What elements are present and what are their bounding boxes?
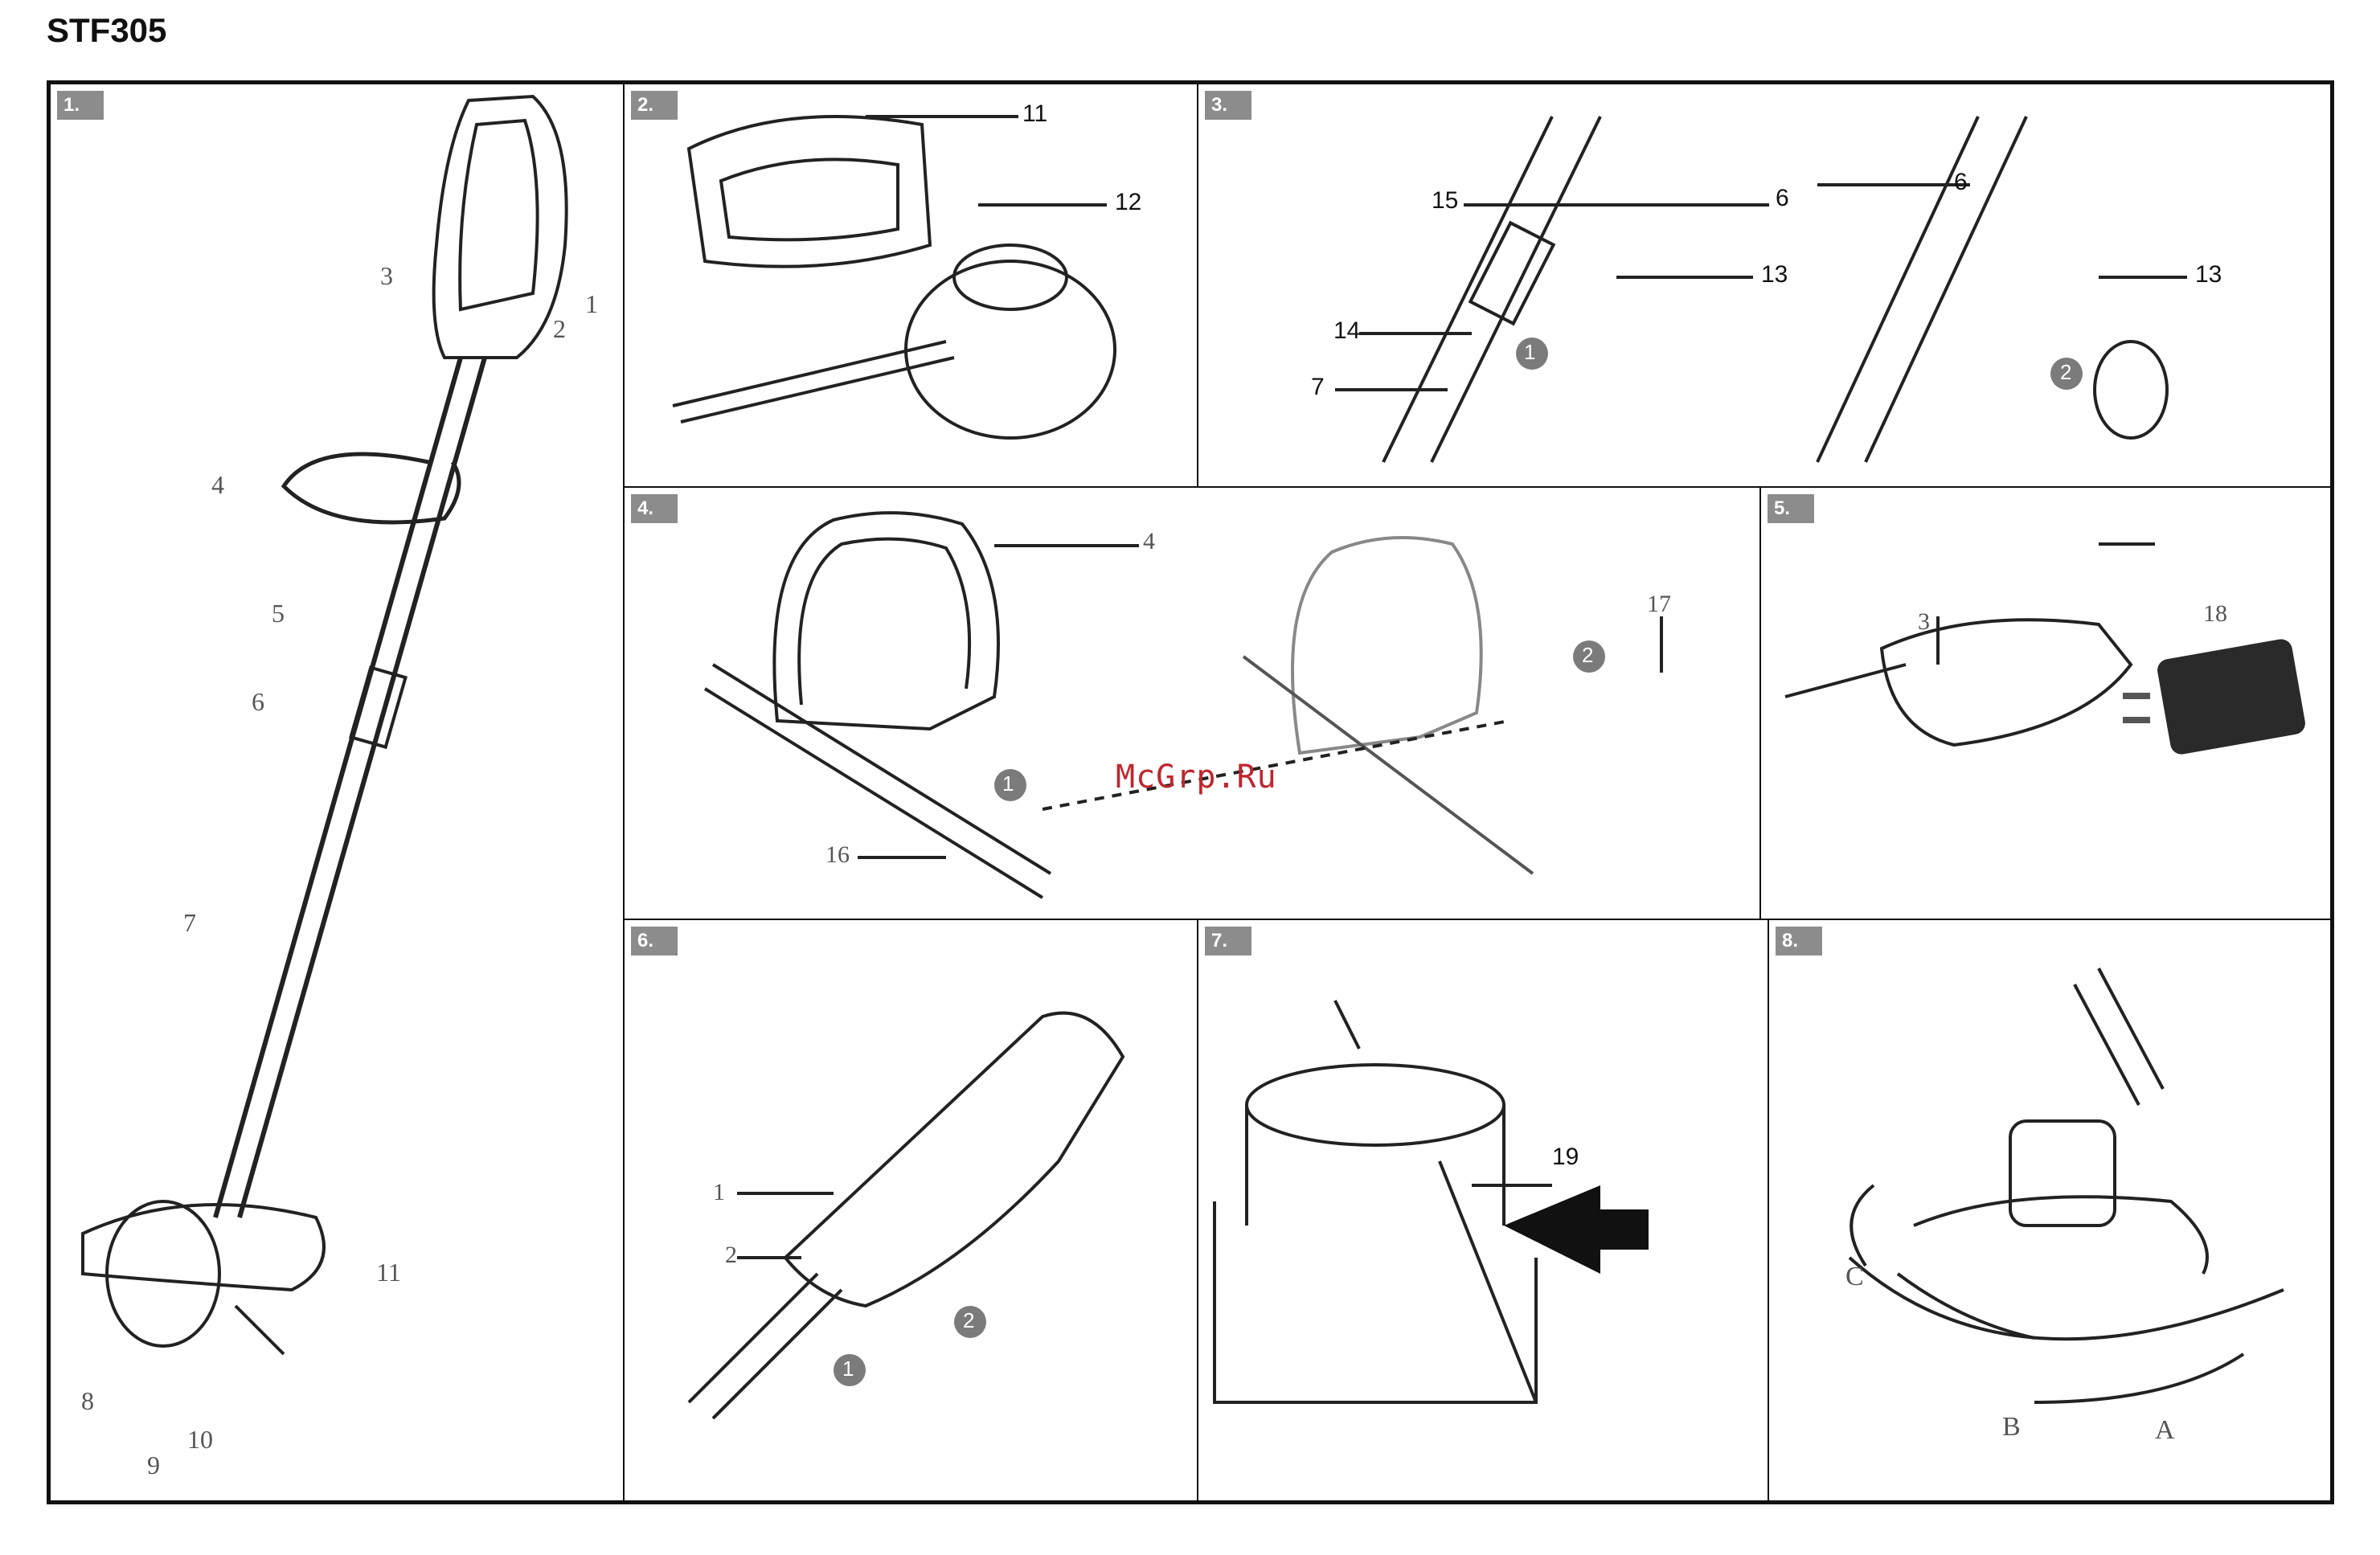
callout-label: 11 <box>376 1258 401 1287</box>
callout-label: 3 <box>1918 608 1930 636</box>
callout-label: 8 <box>81 1386 94 1416</box>
step-number: 2 <box>1582 643 1593 668</box>
callout-label: A <box>2155 1415 2175 1446</box>
callout-label: B <box>2002 1412 2021 1442</box>
cutting-technique-drawing <box>1769 920 2332 1502</box>
callout-label: 4 <box>1143 528 1155 555</box>
callout-label: 7 <box>1311 374 1325 401</box>
step-number: 2 <box>963 1308 974 1333</box>
step-number: 2 <box>2060 360 2071 385</box>
battery-insertion-drawing <box>1761 488 2332 920</box>
line-feed-drawing <box>1198 920 1769 1502</box>
panel-7: 7. 19 <box>1197 919 1769 1502</box>
callout-label: 6 <box>1954 169 1968 196</box>
callout-label: 14 <box>1333 317 1360 345</box>
callout-label: 15 <box>1432 187 1458 215</box>
watermark: McGrp.Ru <box>1116 759 1277 796</box>
callout-label: 6 <box>252 687 264 717</box>
callout-label: 13 <box>2195 261 2222 288</box>
callout-label: 1 <box>585 289 598 319</box>
step-number: 1 <box>1524 340 1535 365</box>
callout-label: 13 <box>1761 261 1788 288</box>
callout-label: 6 <box>1776 185 1789 212</box>
callout-label: 9 <box>147 1451 160 1480</box>
panel-4: 4. 4 16 17 1 2 <box>623 486 1761 920</box>
callout-label: 1 <box>713 1179 725 1206</box>
switch-operation-drawing <box>625 920 1198 1502</box>
callout-label: C <box>1845 1262 1864 1292</box>
panel-1: 1. 1 2 3 4 5 6 7 8 <box>49 83 625 1502</box>
panel-2: 2. 11 12 <box>623 83 1198 488</box>
callout-label: 12 <box>1115 189 1141 216</box>
page-title: STF305 <box>47 11 166 50</box>
callout-label: 17 <box>1647 591 1671 618</box>
panel-5: 5. 3 18 <box>1759 486 2332 920</box>
callout-label: 7 <box>183 908 196 938</box>
panel-8: 8. A B C <box>1768 919 2332 1502</box>
callout-label: 19 <box>1552 1144 1579 1171</box>
callout-label: 16 <box>825 841 850 869</box>
callout-label: 11 <box>1022 100 1047 128</box>
front-handle-drawing <box>625 488 1761 920</box>
trimmer-overview-drawing <box>51 84 625 1502</box>
callout-label: 18 <box>2203 600 2227 628</box>
step-number: 1 <box>1002 771 1014 796</box>
callout-label: 3 <box>380 261 393 291</box>
callout-label: 10 <box>187 1425 213 1455</box>
callout-label: 5 <box>272 599 285 628</box>
guard-installation-drawing <box>625 84 1198 488</box>
panel-6: 6. 1 2 1 2 <box>623 919 1198 1502</box>
callout-label: 2 <box>725 1242 737 1269</box>
panel-3: 3. 15 6 13 14 7 <box>1197 83 2332 488</box>
step-number: 1 <box>842 1357 854 1381</box>
callout-label: 4 <box>211 470 224 500</box>
callout-label: 2 <box>553 314 566 344</box>
